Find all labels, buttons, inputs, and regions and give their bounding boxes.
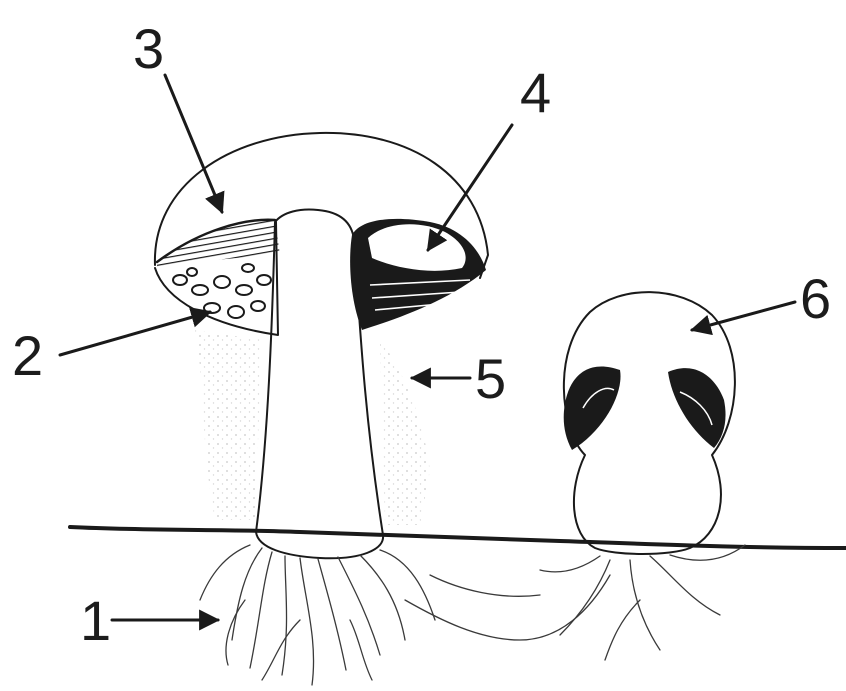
label-4: 4 bbox=[520, 61, 551, 124]
arrow-2 bbox=[60, 312, 210, 355]
young-mushroom bbox=[564, 292, 735, 554]
ground-line bbox=[70, 527, 846, 548]
spore-dust-region bbox=[195, 330, 430, 525]
arrow-4 bbox=[428, 125, 512, 250]
label-6: 6 bbox=[800, 267, 831, 330]
label-2: 2 bbox=[12, 324, 43, 387]
arrow-6 bbox=[692, 302, 795, 330]
left-gill-section bbox=[155, 220, 280, 335]
label-5: 5 bbox=[475, 347, 506, 410]
arrow-3 bbox=[165, 75, 222, 212]
label-3: 3 bbox=[133, 17, 164, 80]
right-gill-section bbox=[350, 219, 486, 330]
label-1: 1 bbox=[80, 589, 111, 652]
young-gill-left bbox=[564, 366, 621, 450]
young-gill-right bbox=[668, 368, 726, 448]
mycelium bbox=[200, 545, 745, 685]
